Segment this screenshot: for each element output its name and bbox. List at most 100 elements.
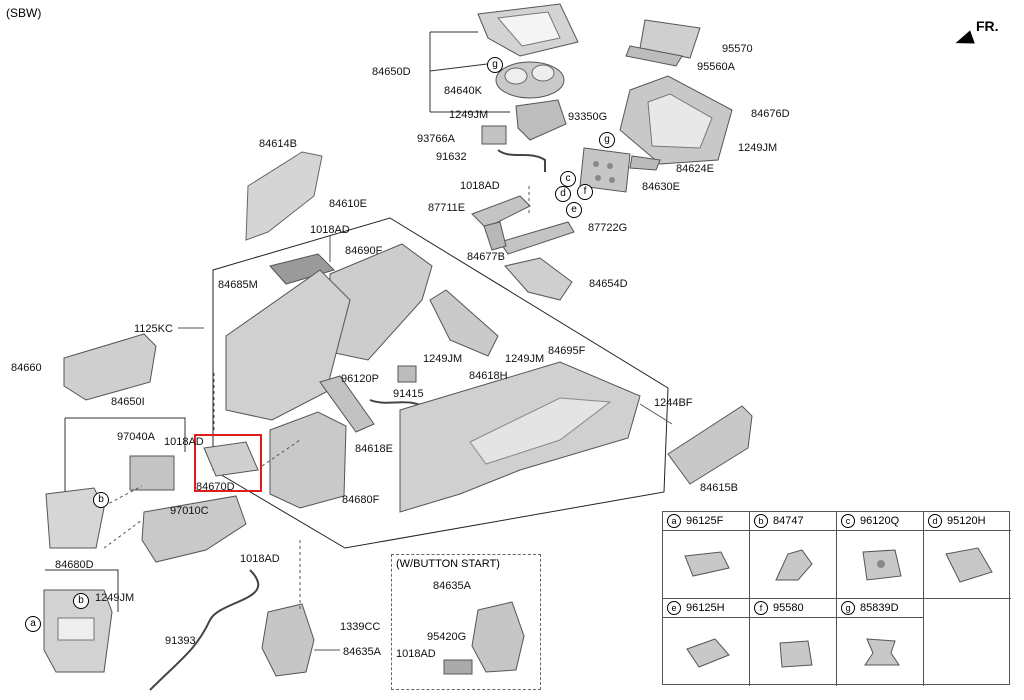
part-label[interactable]: 84640K [444, 85, 482, 97]
legend-cell-c[interactable]: c 96120Q [837, 512, 924, 599]
part-label[interactable]: 91632 [436, 151, 467, 163]
part-label[interactable]: 84615B [700, 482, 738, 494]
part-label[interactable]: 84680F [342, 494, 380, 506]
part-label[interactable]: 84685M [218, 279, 258, 291]
part-84654D [504, 257, 573, 301]
highlighted-part-box[interactable] [194, 434, 262, 492]
part-label[interactable]: 84695F [548, 345, 586, 357]
part-label[interactable]: 97010C [170, 505, 209, 517]
part-label[interactable]: 96120P [341, 373, 379, 385]
part-label[interactable]: 1018AD [164, 436, 204, 448]
cap-icon [779, 640, 813, 668]
part-84660 [63, 333, 157, 401]
callout-e[interactable]: e [566, 202, 582, 218]
part-label[interactable]: 84630E [642, 181, 680, 193]
part-91393 [149, 569, 260, 691]
part-84677B [483, 221, 507, 251]
part-label[interactable]: 84654D [589, 278, 628, 290]
bottom-left-bracket [45, 569, 119, 612]
cover-icon [945, 547, 993, 583]
part-label[interactable]: 93350G [568, 111, 608, 123]
legend-code: 95580 [773, 602, 804, 614]
part-label[interactable]: 84650I [111, 396, 145, 408]
part-label[interactable]: 84677B [467, 251, 505, 263]
part-label[interactable]: 1249JM [95, 592, 135, 604]
clip-icon [686, 638, 730, 668]
part-label[interactable]: 84670D [196, 481, 235, 493]
part-label[interactable]: 1249JM [449, 109, 489, 121]
part-label[interactable]: 84660 [11, 362, 42, 374]
part-label[interactable]: 1249JM [423, 353, 463, 365]
part-label[interactable]: 84650D [372, 66, 411, 78]
callout-b[interactable]: b [93, 492, 109, 508]
part-label[interactable]: 87722G [588, 222, 628, 234]
part-label[interactable]: 1018AD [460, 180, 500, 192]
part-label[interactable]: 84635A [433, 580, 471, 592]
legend-code: 95120H [947, 515, 986, 527]
part-97010C [141, 495, 247, 563]
part-84624E [629, 155, 661, 171]
part-label[interactable]: 84618E [355, 443, 393, 455]
part-label[interactable]: 1018AD [310, 224, 350, 236]
part-label[interactable]: 91393 [165, 635, 196, 647]
part-label[interactable]: 1018AD [396, 648, 436, 660]
part-label[interactable]: 1249JM [505, 353, 545, 365]
button-start-title: (W/BUTTON START) [396, 558, 500, 570]
part-label[interactable]: 91415 [393, 388, 424, 400]
legend-code: 96125F [686, 515, 724, 527]
part-84618H [429, 289, 499, 357]
part-label[interactable]: 84610E [329, 198, 367, 210]
part-label[interactable]: 84614B [259, 138, 297, 150]
part-label[interactable]: 1018AD [240, 553, 280, 565]
part-label[interactable]: 1125KC [134, 323, 173, 335]
part-label[interactable]: 97040A [117, 431, 155, 443]
bracket-icon [775, 549, 813, 581]
part-label[interactable]: 84624E [676, 163, 714, 175]
callout-f[interactable]: f [577, 184, 593, 200]
clip-icon [684, 551, 730, 577]
part-95570 [639, 19, 701, 59]
part-label[interactable]: 1339CC [340, 621, 381, 633]
part-84610E [225, 269, 351, 421]
part-label[interactable]: 84680D [55, 559, 94, 571]
legend-code: 96120Q [860, 515, 900, 527]
callout-b[interactable]: b [73, 593, 89, 609]
part-label[interactable]: 1244BF [654, 397, 693, 409]
part-label[interactable]: 84635A [343, 646, 381, 658]
part-84635A-button [471, 601, 525, 673]
part-84650I [45, 487, 105, 549]
part-97040A [129, 455, 175, 491]
legend-letter: c [841, 514, 855, 528]
part-84680F [269, 411, 347, 509]
retainer-clip-icon [864, 638, 900, 666]
part-label[interactable]: 84690F [345, 245, 383, 257]
callout-g[interactable]: g [599, 132, 615, 148]
part-label[interactable]: 93766A [417, 133, 455, 145]
callout-c[interactable]: c [560, 171, 576, 187]
callout-a[interactable]: a [25, 616, 41, 632]
variant-label: (SBW) [6, 6, 42, 20]
callout-d[interactable]: d [555, 186, 571, 202]
legend-letter: g [841, 601, 855, 615]
callout-g[interactable]: g [487, 57, 503, 73]
part-label[interactable]: 95560A [697, 61, 735, 73]
part-87711E [471, 195, 531, 229]
part-label[interactable]: 84676D [751, 108, 790, 120]
part-label[interactable]: 95570 [722, 43, 753, 55]
part-84670D [203, 441, 259, 477]
part-label[interactable]: 1249JM [738, 142, 778, 154]
switch-icon [862, 549, 902, 581]
part-label[interactable]: 84618H [469, 370, 508, 382]
legend-letter: e [667, 601, 681, 615]
part-93350G [515, 99, 567, 141]
part-label[interactable]: 95420G [427, 631, 467, 643]
part-label[interactable]: 87711E [428, 202, 466, 214]
